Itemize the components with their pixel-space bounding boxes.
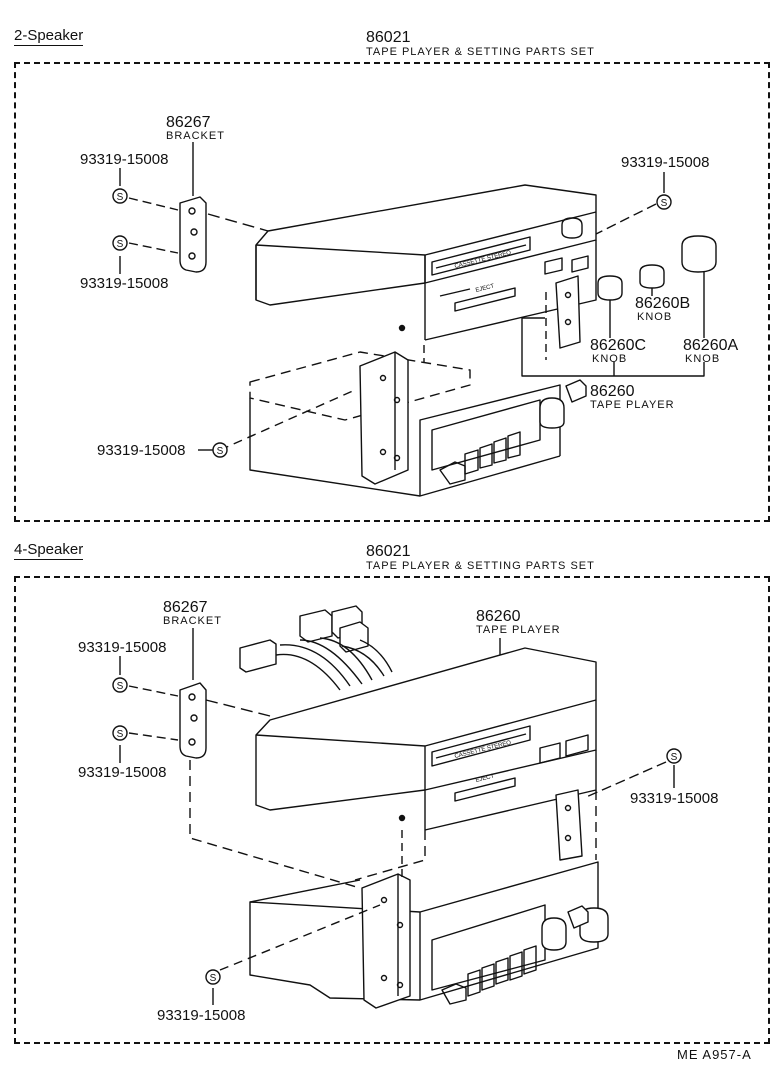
tape-player-name-2sp: TAPE PLAYER (590, 399, 675, 411)
drawing-reference: ME A957-A (677, 1047, 752, 1062)
screw-icon (112, 677, 128, 693)
screw-icon (112, 235, 128, 251)
bracket-number-4sp: 86267 (163, 599, 208, 616)
bracket-number-2sp: 86267 (166, 114, 211, 131)
screw-part-number-2sp-top-left: 93319-15008 (80, 151, 169, 168)
screw-part-number-4sp-bottom: 93319-15008 (157, 1007, 246, 1024)
knob-a-name: KNOB (685, 353, 721, 365)
tape-player-number-4sp: 86260 (476, 608, 521, 625)
eject-label-2sp: EJECT (475, 283, 495, 293)
screw-part-number-2sp-lower: 93319-15008 (97, 442, 186, 459)
set-name-4sp: TAPE PLAYER & SETTING PARTS SET (366, 560, 595, 572)
knob-c-number: 86260C (590, 337, 647, 354)
section-title-4-speaker: 4-Speaker (14, 541, 84, 560)
set-name-2sp: TAPE PLAYER & SETTING PARTS SET (366, 46, 595, 58)
screw-part-number-4sp-bottom-left: 93319-15008 (78, 764, 167, 781)
screw-icon (666, 748, 682, 764)
screw-icon (205, 969, 221, 985)
section-title-2-speaker: 2-Speaker (14, 27, 84, 46)
set-frame-4sp (14, 576, 770, 1044)
screw-icon (212, 442, 228, 458)
screw-icon (112, 188, 128, 204)
knob-a-number: 86260A (683, 337, 739, 354)
knob-c-name: KNOB (592, 353, 628, 365)
bracket-name-2sp: BRACKET (166, 130, 225, 142)
tape-player-name-4sp: TAPE PLAYER (476, 624, 561, 636)
set-number-2sp: 86021 (366, 29, 411, 46)
eject-label-4sp: EJECT (475, 773, 495, 783)
bracket-name-4sp: BRACKET (163, 615, 222, 627)
screw-part-number-2sp-bottom-left: 93319-15008 (80, 275, 169, 292)
screw-part-number-2sp-top-right: 93319-15008 (621, 154, 710, 171)
set-frame-2sp (14, 62, 770, 522)
screw-icon (112, 725, 128, 741)
screw-icon (656, 194, 672, 210)
screw-part-number-4sp-top-left: 93319-15008 (78, 639, 167, 656)
knob-b-name: KNOB (637, 311, 673, 323)
set-number-4sp: 86021 (366, 543, 411, 560)
screw-part-number-4sp-right: 93319-15008 (630, 790, 719, 807)
knob-b-number: 86260B (635, 295, 691, 312)
tape-player-number-2sp: 86260 (590, 383, 635, 400)
